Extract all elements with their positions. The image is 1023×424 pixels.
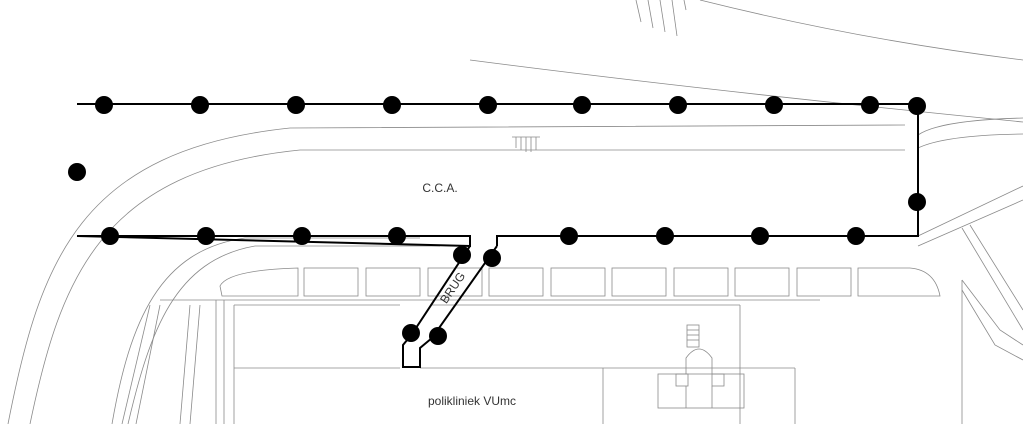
column [751,227,769,245]
columns [68,96,926,345]
column [573,96,591,114]
column [479,96,497,114]
context-lines [7,0,1023,424]
column [847,227,865,245]
column [388,227,406,245]
column [402,324,420,342]
column [656,227,674,245]
column [908,193,926,211]
column [483,249,501,267]
column [765,96,783,114]
column [560,227,578,245]
cca-label: C.C.A. [422,181,457,195]
column [101,227,119,245]
column [197,227,215,245]
cca-outline [76,103,919,248]
column [383,96,401,114]
polikliniek-label: polikliniek VUmc [428,394,516,408]
column [95,96,113,114]
column [908,97,926,115]
column [861,96,879,114]
column [287,96,305,114]
column [669,96,687,114]
column [429,327,447,345]
column [68,163,86,181]
column [293,227,311,245]
column [191,96,209,114]
column [453,246,471,264]
bridge-outline [402,245,498,368]
